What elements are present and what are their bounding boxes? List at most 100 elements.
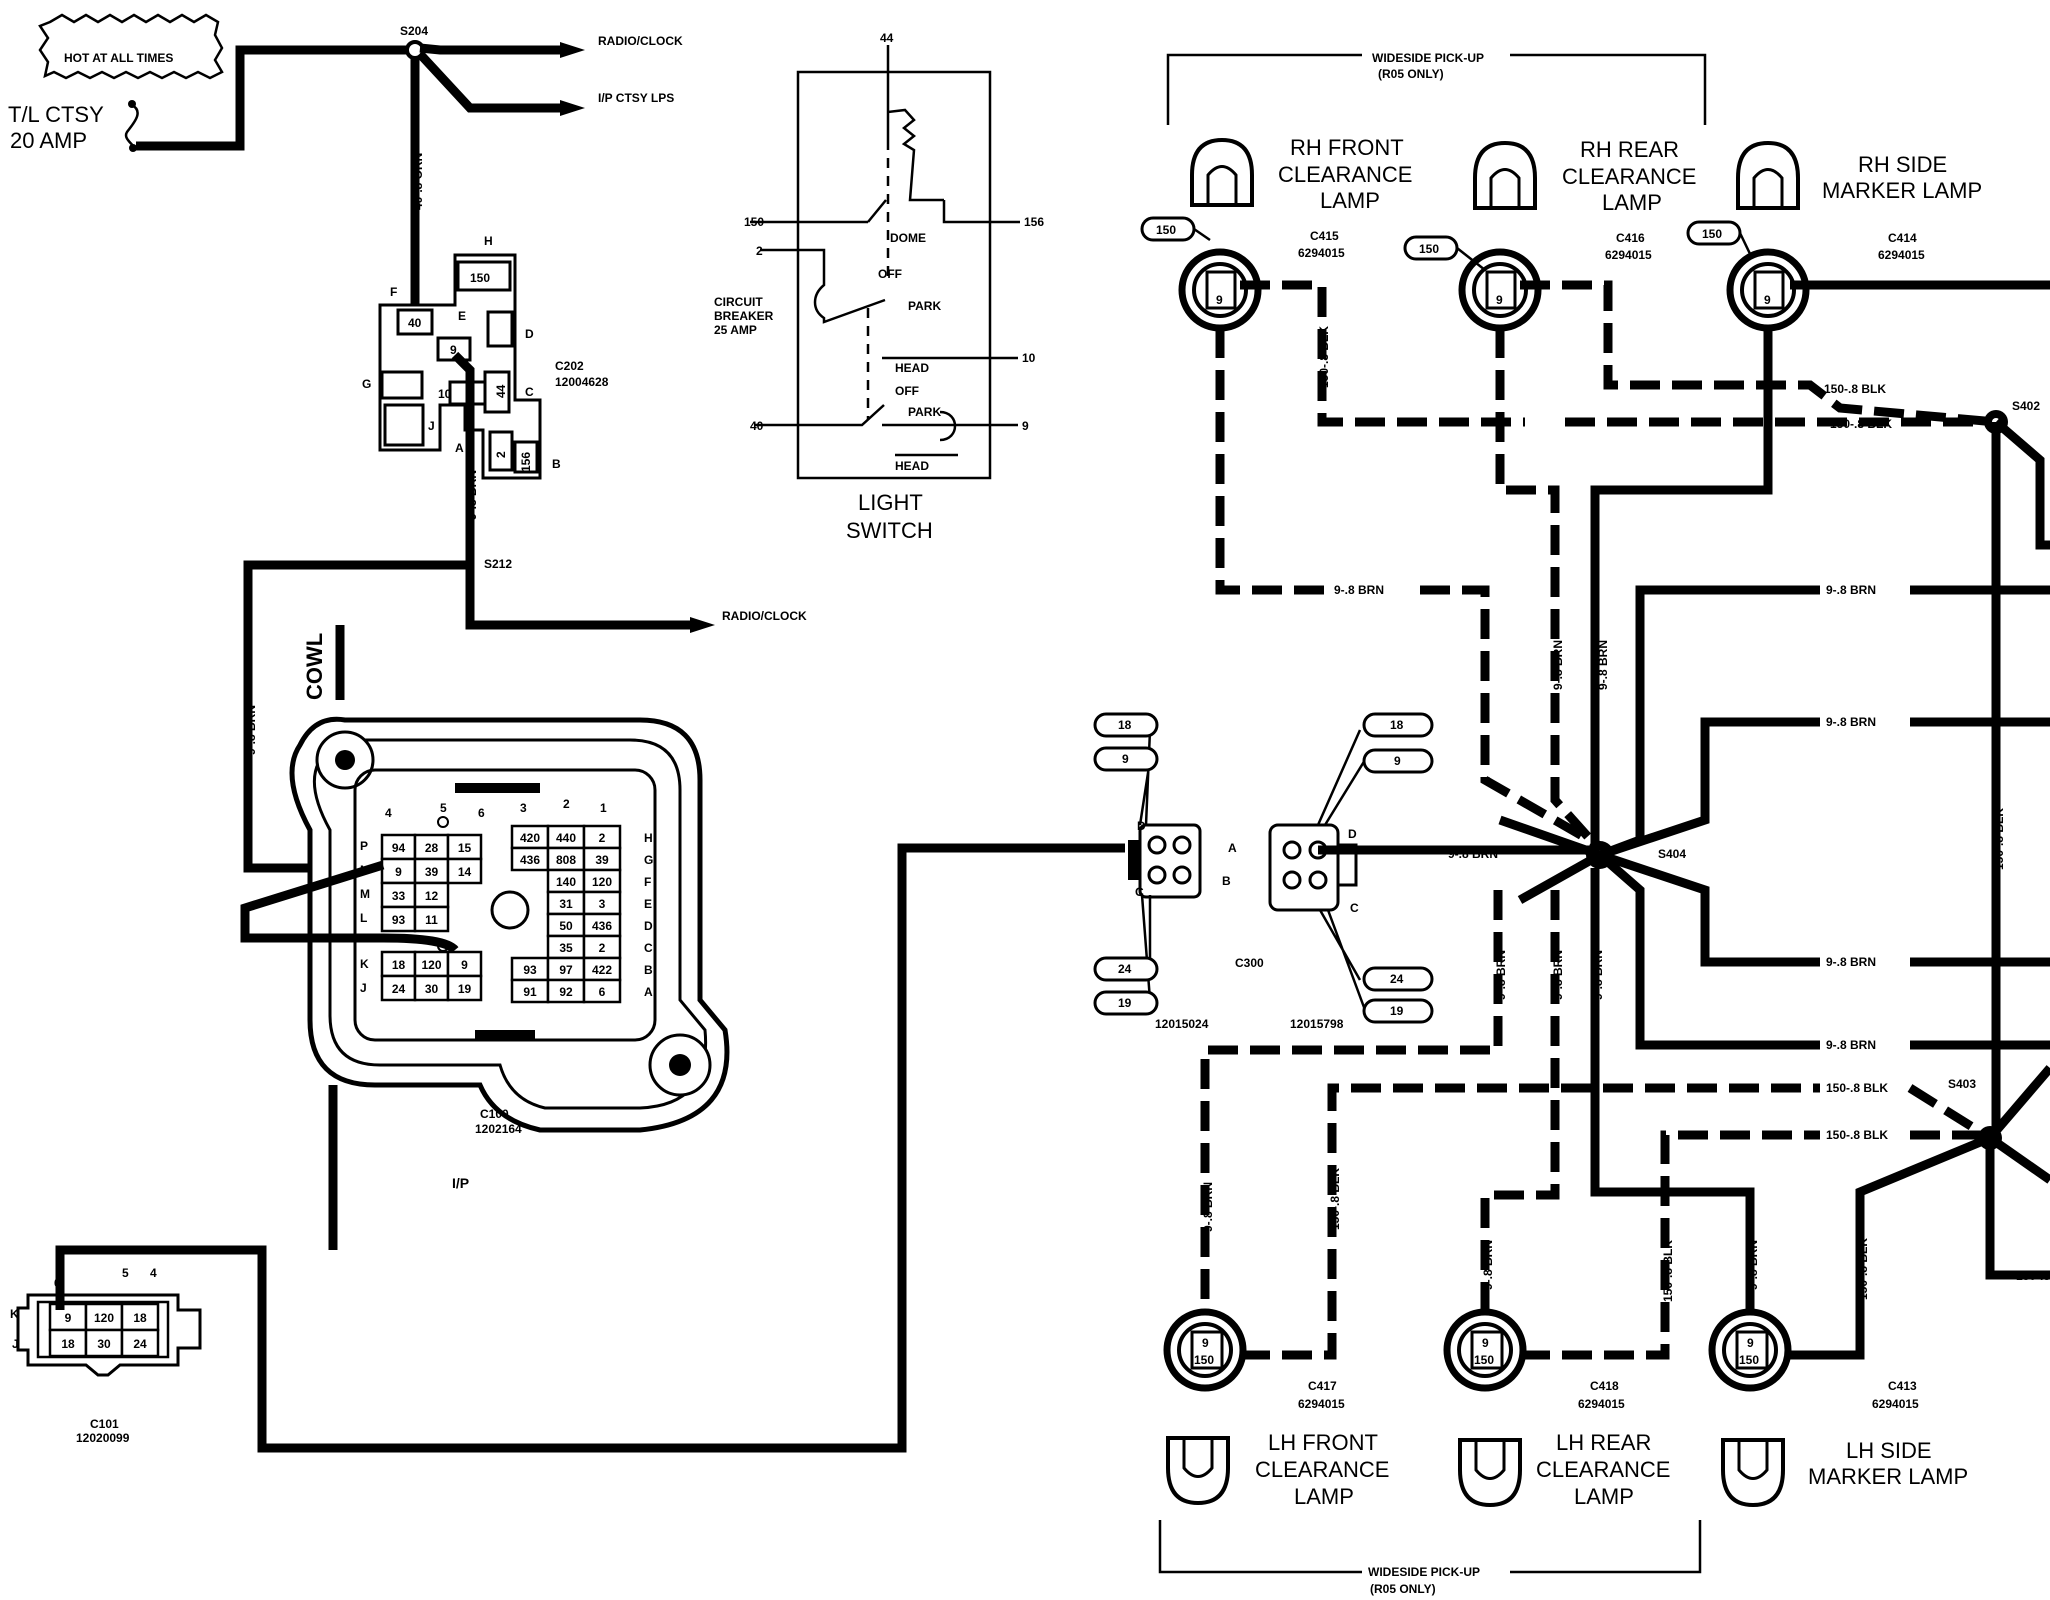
socket-rh-front bbox=[1178, 248, 1262, 332]
c100-col-3: 3 bbox=[520, 801, 527, 815]
c101-pin-0-1-label: 120 bbox=[94, 1311, 114, 1325]
c100-pin-l-0-0-label: 94 bbox=[392, 841, 406, 855]
c413-part: 6294015 bbox=[1872, 1397, 1919, 1411]
c100-pin-lb-1-2-label: 19 bbox=[458, 982, 472, 996]
c101-pin-0-2-label: 18 bbox=[133, 1311, 147, 1325]
ip-label: I/P bbox=[452, 1175, 469, 1191]
c202-letter-c: C bbox=[525, 385, 534, 399]
wire-lh-side-brn bbox=[1590, 868, 1755, 1310]
rh-front-pin-9: 9 bbox=[1216, 293, 1223, 307]
c100-pin-lb-0-1-label: 120 bbox=[421, 958, 441, 972]
c418-part: 6294015 bbox=[1578, 1397, 1625, 1411]
c100-pin-r-7-0-label: 91 bbox=[523, 985, 537, 999]
wire-label-9-brn-v1: 9-.8 BRN bbox=[465, 470, 479, 520]
wire-s404-brn-4 bbox=[1597, 851, 2050, 1050]
c100-pin-r-5-2-label: 2 bbox=[599, 941, 606, 955]
c100-pin-l-2-1-cell bbox=[413, 881, 450, 909]
wideside-bracket-bottom bbox=[1158, 1520, 1702, 1574]
lh-front-label-1: LH FRONT bbox=[1268, 1430, 1378, 1455]
connector-c300-left bbox=[1128, 729, 1202, 1001]
c100-pin-lb-1-0-label: 24 bbox=[392, 982, 406, 996]
wire-s404-brn-6 bbox=[1517, 851, 1603, 904]
wire-label-150-blk-trunk: 150-.8 BLK bbox=[1992, 808, 2006, 870]
wire-label-150-blk-rhr: 150-.8 BLK bbox=[1824, 382, 1886, 396]
c100-pin-r-7-2-cell bbox=[582, 978, 622, 1004]
wire-s404-brn-3 bbox=[1598, 850, 2050, 967]
c300-l-letter-a: A bbox=[1228, 841, 1237, 855]
ls-term-40: 40 bbox=[750, 419, 764, 433]
wire-label-9-brn-bottom: 9-.8 BRN bbox=[760, 1441, 810, 1455]
splice-s403-label: S403 bbox=[1948, 1077, 1976, 1091]
c202-letter-g: G bbox=[362, 377, 371, 391]
wire-label-150-blk-rhs: 150-.8 BLK bbox=[1830, 278, 1892, 292]
wire-label-9-brn-c101: 9-.8 BRN bbox=[128, 1243, 178, 1257]
c100-name: C100 bbox=[480, 1107, 509, 1121]
c415-name: C415 bbox=[1310, 229, 1339, 243]
fuse-label-1: T/L CTSY bbox=[8, 102, 104, 127]
c100-pin-lb-0-2-label: 9 bbox=[461, 958, 468, 972]
c100-col-6: 6 bbox=[478, 806, 485, 820]
fuse-symbol bbox=[124, 103, 139, 151]
rh-rear-label-3: LAMP bbox=[1602, 190, 1662, 215]
c101-col-4: 4 bbox=[150, 1266, 157, 1280]
socket-lh-rear bbox=[1443, 1308, 1527, 1392]
rh-side-pin-9: 9 bbox=[1764, 293, 1771, 307]
c202-pin-44: 44 bbox=[494, 384, 508, 398]
c100-pin-lb-1-1-label: 30 bbox=[425, 982, 439, 996]
rh-side-label-1: RH SIDE bbox=[1858, 152, 1947, 177]
c100-row-E: E bbox=[644, 897, 652, 911]
c100-pin-r-1-0-label: 436 bbox=[520, 853, 540, 867]
c101-row-k: K bbox=[10, 1307, 19, 1321]
ls-label-off-2: OFF bbox=[895, 384, 919, 398]
wire-s204-radio bbox=[419, 43, 560, 55]
wire-c100-out-1 bbox=[240, 860, 459, 954]
breaker-label-2: BREAKER bbox=[714, 309, 774, 323]
rh-side-tag-leader bbox=[1738, 232, 1754, 259]
c300-r-letter-c: C bbox=[1350, 901, 1359, 915]
c100-col-5: 5 bbox=[440, 801, 447, 815]
socket-lh-front bbox=[1163, 1308, 1247, 1392]
c100-row-L: L bbox=[360, 911, 367, 925]
c100-row-H: H bbox=[644, 831, 653, 845]
c100-row-P: P bbox=[360, 839, 368, 853]
wire-s404-brn-2 bbox=[1598, 717, 2050, 860]
c300-right-part: 12015798 bbox=[1290, 1017, 1344, 1031]
splice-s212-label: S212 bbox=[484, 557, 512, 571]
wire-s403-down bbox=[1985, 1138, 2050, 1280]
wire-c101-to-c300 bbox=[55, 843, 1125, 1453]
c100-pin-lb-1-2-cell bbox=[446, 974, 483, 1002]
c100-pin-r-6-0-label: 93 bbox=[523, 963, 537, 977]
wire-rh-front-blk bbox=[1240, 280, 1996, 427]
wire-label-9-brn-s404: 9-.8 BRN bbox=[1448, 847, 1498, 861]
c202-letter-h: H bbox=[484, 234, 493, 248]
wire-label-9-brn-lhr: 9-.8 BRN bbox=[1551, 950, 1565, 1000]
ls-term-44: 44 bbox=[880, 31, 894, 45]
c100-pin-r-7-1-label: 92 bbox=[559, 985, 573, 999]
lh-side-pin-150: 150 bbox=[1739, 1353, 1759, 1367]
wire-label-9-brn-rhf: 9-.8 BRN bbox=[1334, 583, 1384, 597]
c300-l-tag-19: 19 bbox=[1118, 996, 1132, 1010]
c100-row-J: J bbox=[360, 981, 367, 995]
lamp-icon-lh-rear bbox=[1458, 1438, 1522, 1508]
c300-r-tag-19: 19 bbox=[1390, 1004, 1404, 1018]
wire-label-150-blk-rhf: 150-.8 BLK bbox=[1317, 326, 1331, 388]
lh-side-pin-9: 9 bbox=[1747, 1336, 1754, 1350]
c101-pin-1-1-label: 30 bbox=[97, 1337, 111, 1351]
wire-label-9-brn-c100: 9-.8 BRN bbox=[272, 931, 322, 945]
wire-lh-front-brn bbox=[1200, 890, 1503, 1310]
c300-l-letter-b: B bbox=[1222, 874, 1231, 888]
c414-part: 6294015 bbox=[1878, 248, 1925, 262]
c100-col-1: 1 bbox=[600, 801, 607, 815]
wideside-bottom-1: WIDESIDE PICK-UP bbox=[1368, 1565, 1480, 1579]
c100-row-D: D bbox=[644, 919, 653, 933]
ls-label-head-2: HEAD bbox=[895, 459, 929, 473]
wire-s402-right bbox=[1993, 418, 2050, 550]
c100-pin-l-3-0-label: 93 bbox=[392, 913, 406, 927]
wire-label-9-brn-lhs: 9-.8 BRN bbox=[1591, 950, 1605, 1000]
wideside-top-2: (R05 ONLY) bbox=[1378, 67, 1444, 81]
wire-label-9-brn-v2: 9-.8 BRN bbox=[244, 705, 258, 755]
wire-label-9-brn-rhr: 9-.8 BRN bbox=[1551, 640, 1565, 690]
c202-letter-a: A bbox=[455, 441, 464, 455]
socket-lh-side bbox=[1708, 1308, 1792, 1392]
